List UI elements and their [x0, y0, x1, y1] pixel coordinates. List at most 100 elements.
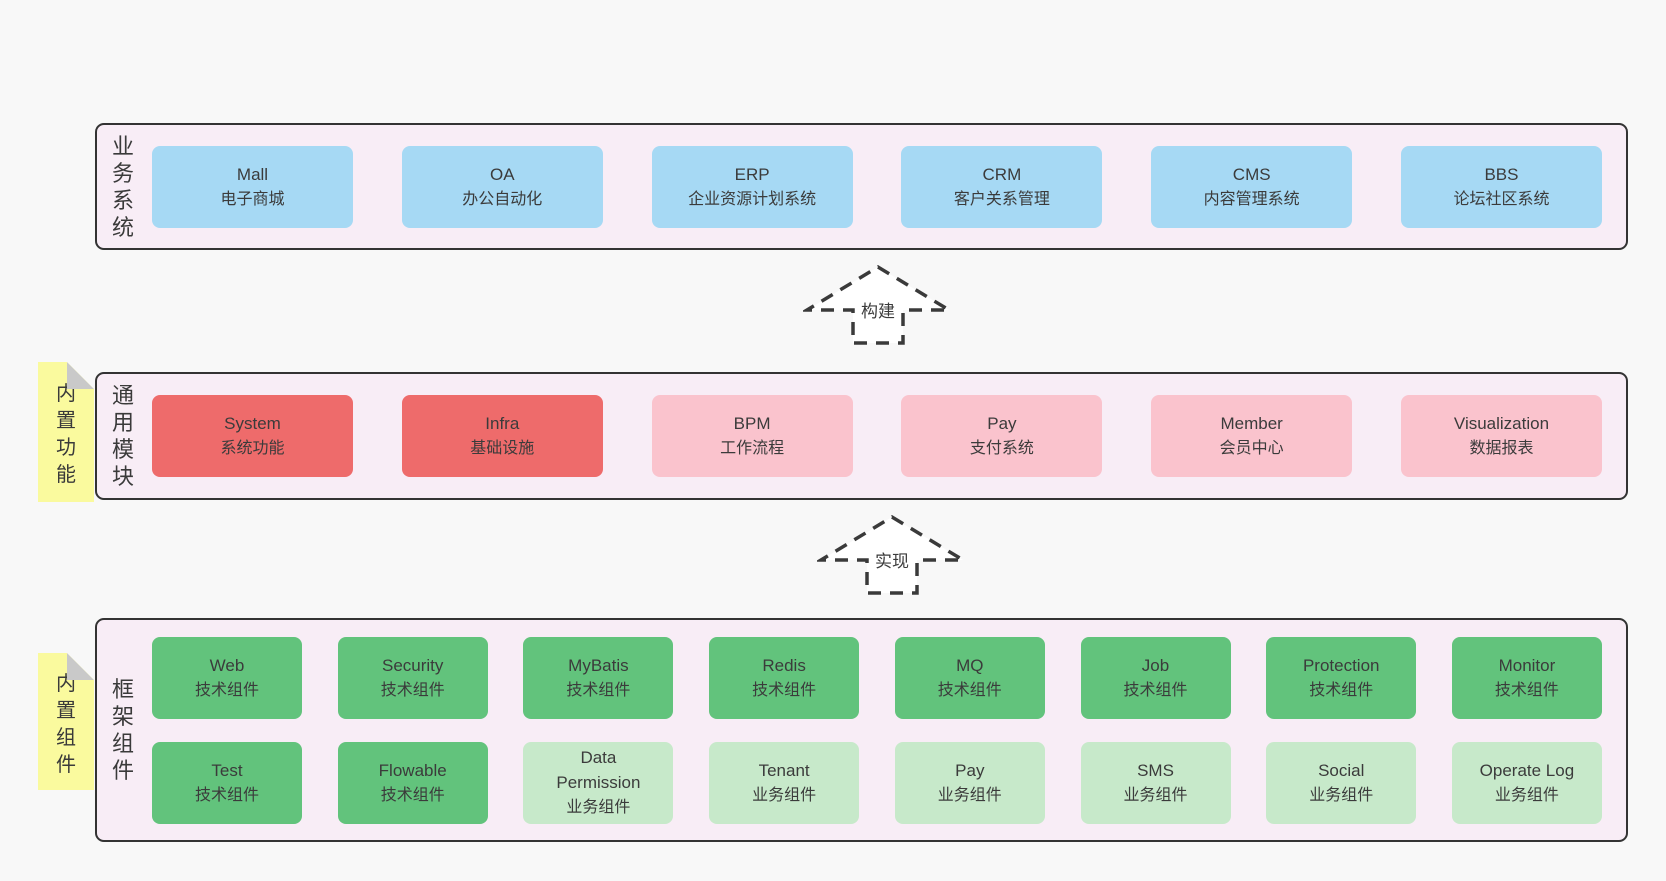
business-box-bbs: BBS 论坛社区系统 [1400, 145, 1602, 228]
box-subtitle: 业务组件 [1494, 786, 1559, 804]
box-subtitle: 技术组件 [194, 786, 259, 804]
business-box-crm: CRM 客户关系管理 [901, 145, 1103, 228]
framework-box-operate-log: Operate Log 业务组件 [1451, 741, 1602, 824]
framework-box-sms: SMS 业务组件 [1080, 741, 1231, 824]
box-subtitle: 技术组件 [937, 681, 1002, 699]
implement-arrow: 实现 [817, 514, 967, 596]
box-subtitle: 内容管理系统 [1203, 190, 1300, 208]
box-subtitle: 基础设施 [470, 440, 535, 457]
box-title: MyBatis [568, 655, 629, 675]
common-modules-panel: 通用模块 System 系统功能 Infra 基础设施 BPM 工作流程 Pay… [95, 372, 1628, 500]
box-subtitle: 技术组件 [380, 681, 445, 699]
box-subtitle: 企业资源计划系统 [688, 190, 817, 208]
box-title: Flowable [378, 760, 447, 780]
box-title: Tenant [758, 760, 810, 780]
box-subtitle: 支付系统 [969, 440, 1034, 457]
box-subtitle: 技术组件 [380, 786, 445, 804]
box-subtitle: 技术组件 [566, 681, 631, 699]
framework-box-test: Test 技术组件 [152, 741, 302, 824]
box-title: Pay [955, 760, 985, 780]
box-title: OA [490, 164, 515, 184]
box-title: Protection [1302, 655, 1380, 675]
implement-arrow-label: 实现 [872, 550, 912, 574]
box-subtitle: 业务组件 [752, 786, 817, 804]
build-arrow: 构建 [803, 264, 953, 346]
box-title: CMS [1232, 164, 1271, 184]
business-box-cms: CMS 内容管理系统 [1151, 145, 1353, 228]
framework-box-mybatis: MyBatis 技术组件 [523, 636, 674, 719]
box-title: Test [211, 760, 243, 780]
framework-box-social: Social 业务组件 [1266, 741, 1417, 824]
box-title: Mall [236, 164, 269, 184]
framework-box-security: Security 技术组件 [337, 636, 488, 719]
box-subtitle: 客户关系管理 [953, 190, 1050, 208]
module-box-system: System 系统功能 [152, 395, 353, 477]
module-box-member: Member 会员中心 [1151, 395, 1353, 477]
box-title: ERP [734, 164, 770, 184]
business-box-oa: OA 办公自动化 [401, 145, 603, 228]
framework-row-1: Web 技术组件 Security 技术组件 MyBatis 技术组件 Redi… [152, 636, 1602, 719]
box-title: Infra [485, 414, 520, 433]
box-subtitle: 工作流程 [720, 440, 785, 457]
box-title: Data Permission [556, 748, 641, 792]
framework-box-pay: Pay 业务组件 [894, 741, 1045, 824]
business-panel-label: 业务系统 [111, 133, 134, 240]
box-subtitle: 业务组件 [937, 786, 1002, 804]
module-box-pay: Pay 支付系统 [901, 395, 1103, 477]
module-box-bpm: BPM 工作流程 [651, 395, 853, 477]
box-subtitle: 论坛社区系统 [1453, 190, 1550, 208]
box-subtitle: 业务组件 [1123, 786, 1188, 804]
box-title: CRM [982, 164, 1022, 184]
framework-box-redis: Redis 技术组件 [709, 636, 860, 719]
box-title: Web [209, 655, 245, 675]
box-subtitle: 技术组件 [1309, 681, 1374, 699]
box-subtitle: 系统功能 [220, 440, 285, 457]
modules-panel-label: 通用模块 [111, 383, 134, 489]
builtin-functions-tag-label: 内置功能 [56, 383, 76, 486]
box-subtitle: 业务组件 [1309, 786, 1374, 804]
framework-box-data-permission: Data Permission 业务组件 [523, 741, 674, 824]
framework-components-panel: 框架组件 Web 技术组件 Security 技术组件 MyBatis 技术组件… [95, 618, 1628, 842]
framework-box-mq: MQ 技术组件 [894, 636, 1045, 719]
box-title: System [224, 414, 281, 433]
modules-panel-content: System 系统功能 Infra 基础设施 BPM 工作流程 Pay 支付系统… [152, 395, 1602, 477]
business-box-erp: ERP 企业资源计划系统 [651, 145, 853, 228]
business-panel-content: Mall 电子商城 OA 办公自动化 ERP 企业资源计划系统 CRM 客户关系… [152, 145, 1602, 228]
box-title: BPM [733, 414, 771, 433]
builtin-components-tag-label: 内置组件 [56, 672, 76, 776]
box-title: SMS [1137, 760, 1174, 780]
framework-box-tenant: Tenant 业务组件 [709, 741, 860, 824]
box-subtitle: 技术组件 [194, 681, 259, 699]
box-title: Security [381, 655, 444, 675]
box-title: Redis [762, 655, 806, 675]
framework-box-monitor: Monitor 技术组件 [1451, 636, 1602, 719]
module-box-infra: Infra 基础设施 [401, 395, 603, 477]
module-box-visualization: Visualization 数据报表 [1400, 395, 1602, 477]
box-title: Monitor [1498, 655, 1556, 675]
box-subtitle: 数据报表 [1469, 440, 1534, 457]
box-subtitle: 办公自动化 [462, 190, 543, 208]
framework-box-protection: Protection 技术组件 [1266, 636, 1417, 719]
framework-row-2: Test 技术组件 Flowable 技术组件 Data Permission … [152, 741, 1602, 824]
framework-box-web: Web 技术组件 [152, 636, 302, 719]
builtin-components-tag: 内置组件 [38, 653, 94, 790]
box-title: Visualization [1453, 414, 1550, 433]
business-systems-panel: 业务系统 Mall 电子商城 OA 办公自动化 ERP 企业资源计划系统 CRM… [95, 123, 1628, 250]
box-subtitle: 技术组件 [1494, 681, 1559, 699]
box-title: Pay [987, 414, 1017, 433]
framework-box-flowable: Flowable 技术组件 [337, 741, 488, 824]
framework-panel-label: 框架组件 [111, 677, 134, 783]
box-title: BBS [1484, 164, 1519, 184]
box-title: Member [1220, 414, 1283, 433]
box-title: Social [1318, 760, 1365, 780]
build-arrow-label: 构建 [858, 300, 898, 324]
builtin-functions-tag: 内置功能 [38, 362, 94, 502]
box-title: Operate Log [1479, 760, 1575, 780]
box-subtitle: 技术组件 [1123, 681, 1188, 699]
framework-panel-content: Web 技术组件 Security 技术组件 MyBatis 技术组件 Redi… [152, 636, 1602, 824]
framework-box-job: Job 技术组件 [1080, 636, 1231, 719]
box-subtitle: 电子商城 [220, 190, 285, 208]
box-subtitle: 技术组件 [752, 681, 817, 699]
business-box-mall: Mall 电子商城 [152, 145, 353, 228]
box-title: MQ [956, 655, 984, 675]
